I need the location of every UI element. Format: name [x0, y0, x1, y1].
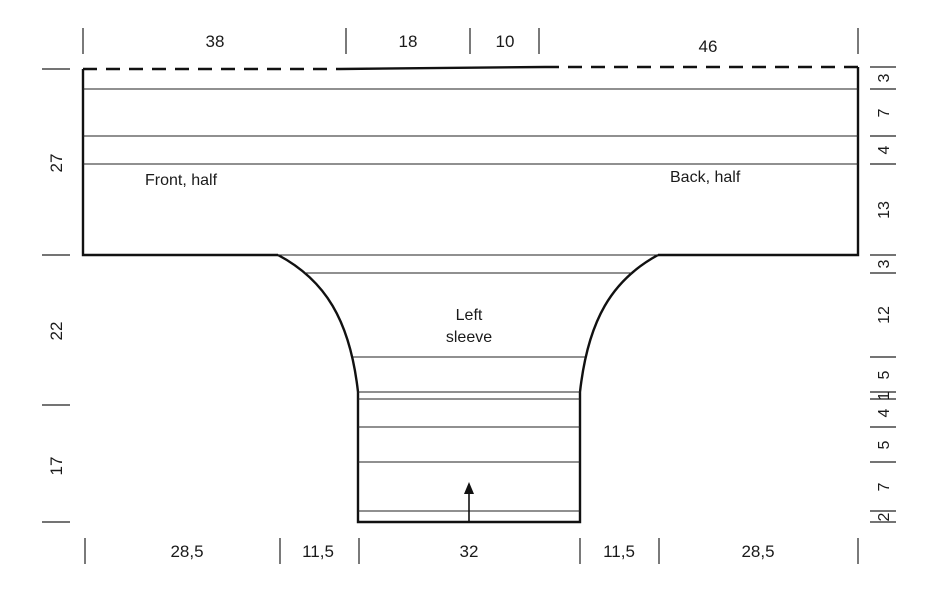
- right-dim: 2: [876, 512, 893, 521]
- left-dim-cuff: 17: [47, 457, 66, 476]
- bottom-dim-1: 28,5: [170, 542, 203, 561]
- top-dimension-ticks: [82, 28, 859, 54]
- top-dim-front-width: 38: [206, 32, 225, 51]
- bottom-dim-3: 32: [460, 542, 479, 561]
- left-dim-body-height: 27: [47, 154, 66, 173]
- left-dimension-ticks: [42, 68, 70, 523]
- back-half-label: Back, half: [670, 169, 741, 186]
- bottom-dim-5: 28,5: [741, 542, 774, 561]
- right-dimension-ticks: [870, 66, 896, 523]
- body-outline-right: [658, 67, 860, 257]
- body-piece: Front, half Back, half: [81, 65, 860, 257]
- top-dim-neck-back: 10: [496, 32, 515, 51]
- right-dim: 3: [876, 259, 893, 268]
- right-dim: 5: [876, 370, 893, 379]
- right-dim: 7: [876, 108, 893, 117]
- right-dim: 4: [876, 145, 893, 154]
- knitting-direction-arrow-icon: [464, 482, 474, 494]
- bottom-dim-4: 11,5: [603, 542, 635, 561]
- body-outline-left: [81, 69, 278, 257]
- top-dim-neck-front: 18: [399, 32, 418, 51]
- right-dimensions: 3 7 4 13 3 12 5 1 4 5 7 2: [876, 73, 893, 521]
- left-dim-sleeve-cap: 22: [47, 322, 66, 341]
- right-dim: 3: [876, 73, 893, 82]
- right-dim: 4: [876, 408, 893, 417]
- bottom-dim-2: 11,5: [302, 542, 334, 561]
- right-dim: 12: [876, 306, 893, 324]
- right-dim: 7: [876, 482, 893, 491]
- right-dim: 1: [876, 391, 893, 400]
- left-dimensions: 27 22 17: [47, 154, 66, 476]
- bottom-dimensions: 28,5 11,5 32 11,5 28,5: [170, 542, 774, 561]
- sleeve-piece: Left sleeve: [277, 253, 659, 524]
- front-half-label: Front, half: [145, 172, 218, 189]
- left-sleeve-label-line2: sleeve: [446, 329, 492, 346]
- left-sleeve-label-line1: Left: [456, 307, 483, 324]
- top-dim-back-width: 46: [699, 37, 718, 56]
- neckline-edge: [339, 65, 546, 71]
- right-dim: 13: [876, 201, 893, 219]
- right-dim: 5: [876, 440, 893, 449]
- top-dimensions: 38 18 10 46: [206, 32, 718, 56]
- sleeve-outline: [277, 253, 659, 524]
- bottom-dimension-ticks: [84, 538, 859, 564]
